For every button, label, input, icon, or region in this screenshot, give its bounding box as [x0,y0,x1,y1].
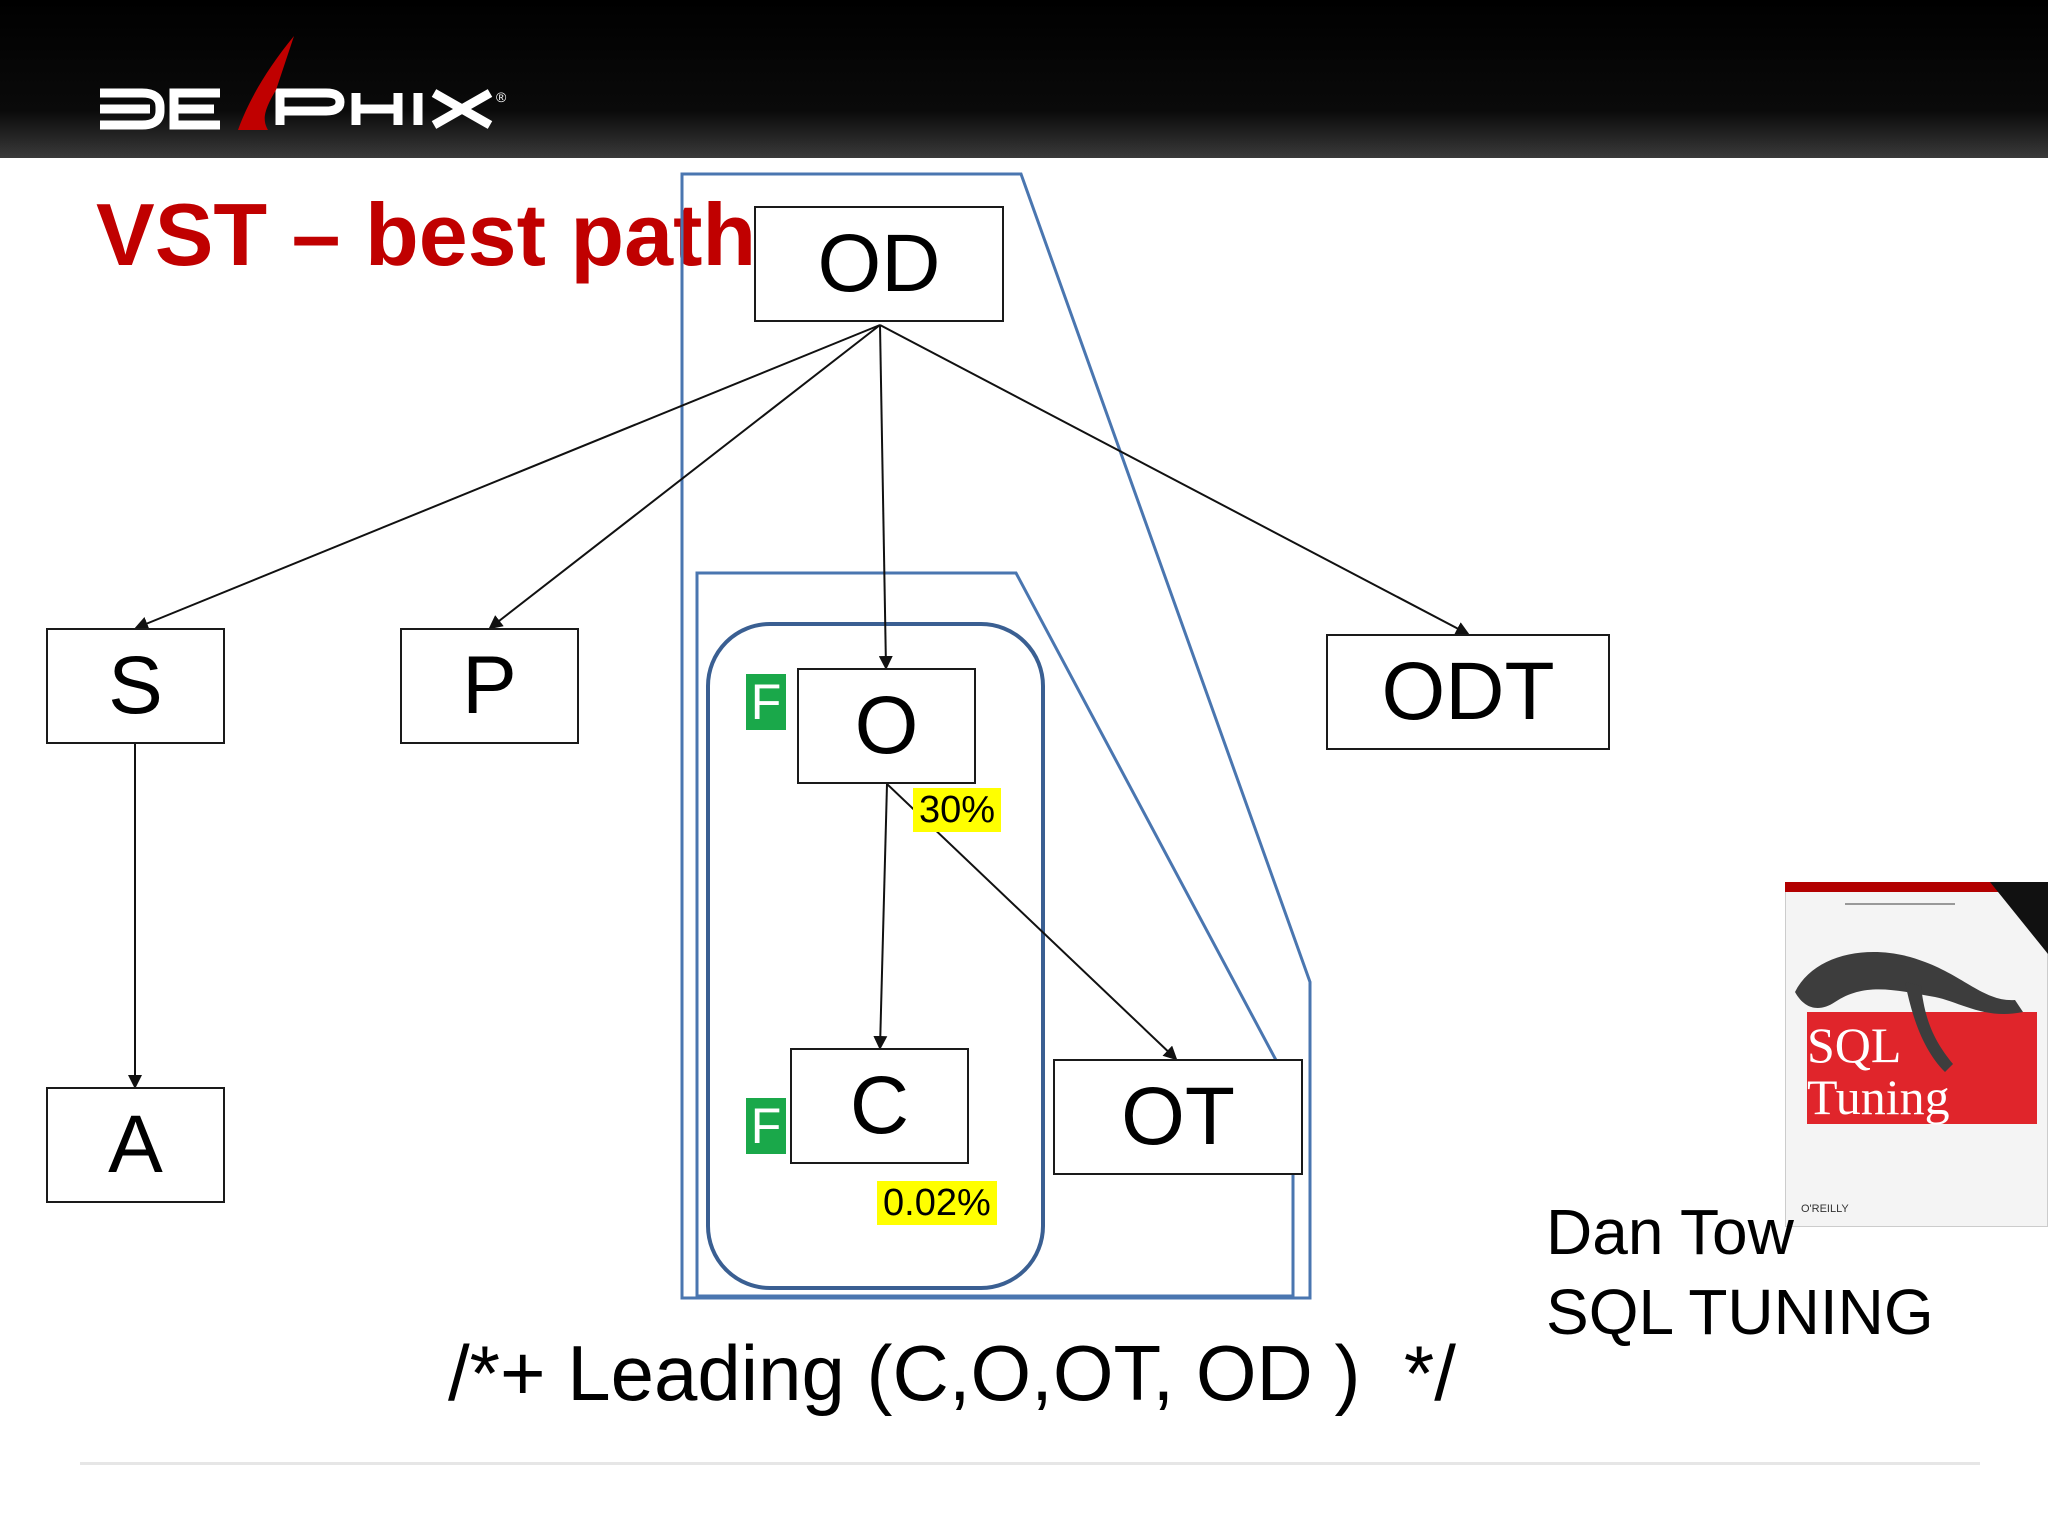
inner-join-region [695,571,1295,1298]
edge-od-s [134,324,881,630]
book-title: SQL TUNING [1546,1276,1934,1348]
node-s: S [46,628,225,744]
delphix-logo: ® [100,36,507,130]
node-o: O [797,668,976,784]
filter-ratio-c: 0.02% [877,1181,997,1225]
node-odt: ODT [1326,634,1610,750]
leading-group-region [706,622,1045,1290]
sql-tuning-book-cover: SQL Tuning O'REILLY [1785,882,2048,1227]
leading-hint: /*+ Leading (C,O,OT, OD ) */ [448,1329,1456,1417]
edge-o-c [873,783,888,1050]
header-bar: ® [0,0,2048,158]
author-name: Dan Tow [1546,1196,1794,1268]
book-publisher: O'REILLY [1801,1203,1849,1215]
book-title-line1: SQL [1807,1017,1901,1073]
filter-ratio-o: 30% [913,788,1002,832]
edge-od-o [878,324,893,670]
filter-badge-c: F [746,1098,786,1154]
outer-join-region [680,172,1312,1300]
author-attribution: Dan Tow SQL TUNING [1546,1192,1934,1352]
footer-divider [80,1462,1980,1465]
node-p: P [400,628,579,744]
slide-title: VST – best path [96,185,757,284]
node-od: OD [754,206,1004,322]
node-c: C [790,1048,969,1164]
svg-text:®: ® [496,89,507,105]
edge-od-odt [879,324,1470,635]
filter-badge-o: F [746,674,786,730]
book-title-line2: Tuning [1807,1069,1950,1125]
node-ot: OT [1053,1059,1303,1175]
node-a: A [46,1087,225,1203]
edge-od-p [488,324,881,630]
